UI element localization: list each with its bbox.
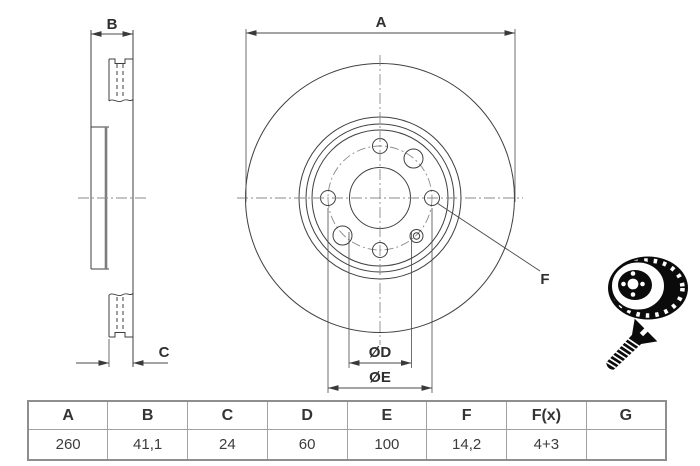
spec-table-value-row: 260 41,1 24 60 100 14,2 4+3 <box>27 429 667 461</box>
dimension-a: A <box>245 14 516 202</box>
break-line-top <box>108 99 134 103</box>
friction-ring-bottom-edge <box>109 332 133 338</box>
value-d: 60 <box>266 429 348 461</box>
label-f: F <box>540 271 549 288</box>
value-b: 41,1 <box>107 429 188 461</box>
pin-hole-inner <box>412 232 421 240</box>
dimension-f: F <box>436 202 550 288</box>
arrow-right-icon <box>401 360 412 366</box>
aux-hole-upper-right <box>403 148 424 169</box>
brake-disc-drawing: B C <box>76 14 688 393</box>
header-g: G <box>585 400 667 430</box>
arrow-left-icon <box>246 30 257 36</box>
header-f: F <box>426 400 507 430</box>
arrow-left-icon <box>91 31 102 37</box>
bolt-hole-right <box>424 190 440 206</box>
header-e: E <box>346 400 428 430</box>
arrow-left-icon <box>328 385 339 391</box>
countersunk-screw-icon <box>606 318 658 370</box>
front-view <box>237 55 523 345</box>
label-a: A <box>376 14 387 31</box>
pin-hole-outer <box>409 229 424 243</box>
break-line-bottom <box>108 293 134 297</box>
label-d: ØD <box>369 344 392 361</box>
dimension-b: B <box>91 16 133 37</box>
header-b: B <box>107 400 188 430</box>
label-b: B <box>107 16 118 33</box>
value-c: 24 <box>187 429 268 461</box>
header-a: A <box>27 400 109 430</box>
spec-table: A B C D E F F(x) G 260 41,1 24 60 100 14… <box>27 400 667 461</box>
header-fx: F(x) <box>506 400 587 430</box>
dimension-d: ØD <box>348 232 412 368</box>
arrow-left-icon <box>133 360 144 366</box>
aux-hole-lower-left <box>332 225 353 246</box>
dimension-e: ØE <box>327 208 433 393</box>
spec-table-header-row: A B C D E F F(x) G <box>27 400 667 430</box>
bolt-hole-bottom <box>372 242 388 258</box>
dimension-c: C <box>76 339 170 367</box>
arrow-right-icon <box>421 385 432 391</box>
brake-disc-icon <box>608 256 688 320</box>
value-f: 14,2 <box>426 429 507 461</box>
arrow-right-icon <box>504 30 515 36</box>
header-d: D <box>266 400 348 430</box>
value-g <box>585 429 667 461</box>
arrow-right-icon <box>122 31 133 37</box>
value-a: 260 <box>27 429 109 461</box>
label-c: C <box>159 344 170 361</box>
label-e: ØE <box>369 369 391 386</box>
value-e: 100 <box>346 429 428 461</box>
value-fx: 4+3 <box>506 429 587 461</box>
friction-ring-top-edge <box>109 58 133 64</box>
header-c: C <box>187 400 268 430</box>
arrow-left-icon <box>349 360 360 366</box>
side-view <box>78 30 148 367</box>
arrow-right-icon <box>98 360 109 366</box>
